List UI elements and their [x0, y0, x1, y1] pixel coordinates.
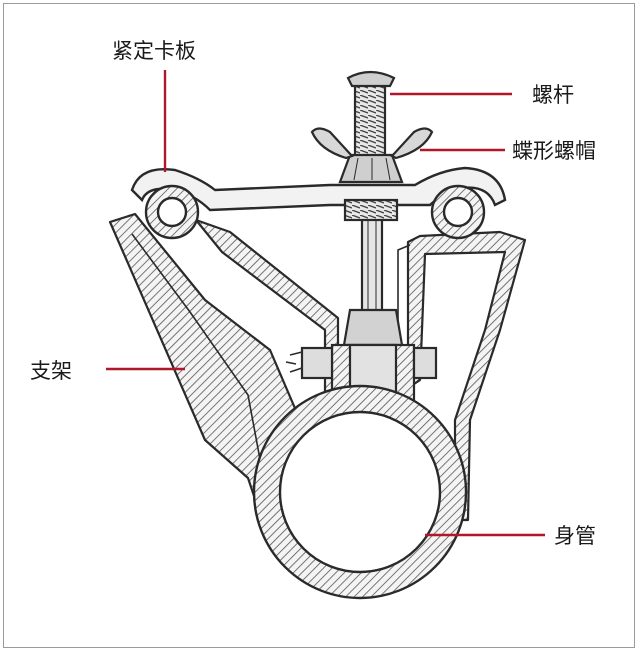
- body-tube: [252, 384, 468, 600]
- right-pivot-ring: [430, 184, 486, 240]
- left-pivot-ring: [144, 184, 200, 240]
- label-bracket: 支架: [30, 359, 72, 383]
- label-clamp-plate: 紧定卡板: [112, 39, 196, 63]
- label-wing-nut: 蝶形螺帽: [512, 139, 596, 163]
- leader-lines: [106, 70, 545, 537]
- wing-nut: [310, 127, 434, 184]
- label-body-tube: 身管: [554, 524, 596, 548]
- label-screw-rod: 螺杆: [532, 83, 574, 107]
